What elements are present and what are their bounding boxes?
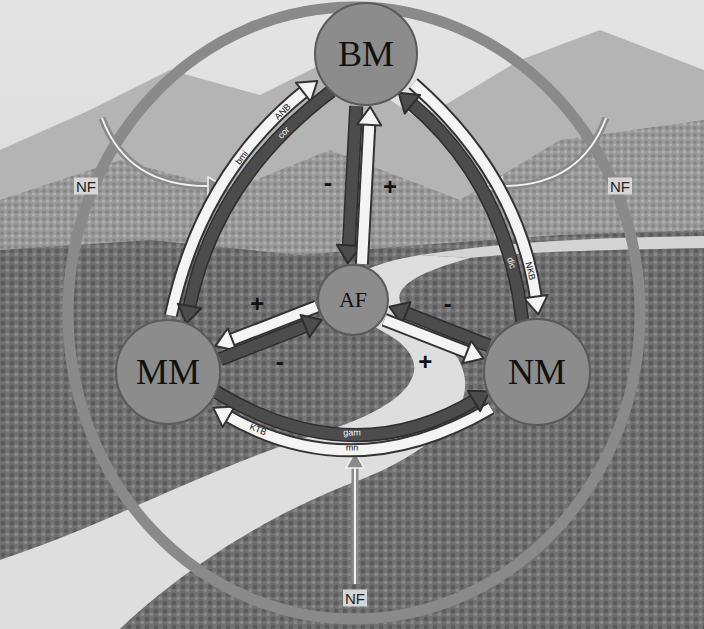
flow-arrow: [357, 107, 381, 264]
node-label: NM: [508, 354, 566, 390]
factor-label: NF: [74, 178, 98, 195]
band-text: mn: [346, 444, 359, 453]
sign-label: -: [444, 292, 452, 316]
sign-label: -: [276, 350, 284, 374]
flow-arrow: [399, 93, 523, 322]
node-label: BM: [338, 36, 394, 72]
sign-label: +: [383, 175, 397, 199]
arrow-label: dic: [505, 256, 517, 270]
node-label: MM: [136, 354, 200, 390]
flow-arrow: [384, 320, 483, 364]
flow-arrow: [220, 315, 321, 359]
sign-label: +: [250, 292, 264, 316]
circle-node: BM: [314, 2, 418, 106]
node-label: AF: [339, 289, 367, 311]
circle-node: AF: [317, 264, 389, 336]
sign-label: +: [418, 350, 432, 374]
arrow-label: gam: [343, 429, 361, 438]
sign-label: -: [324, 171, 332, 195]
circle-node: NM: [483, 318, 591, 426]
flow-arrow: [178, 91, 332, 324]
circle-node: MM: [115, 319, 221, 425]
factor-label: NF: [608, 178, 632, 195]
factor-label: NF: [343, 590, 367, 607]
